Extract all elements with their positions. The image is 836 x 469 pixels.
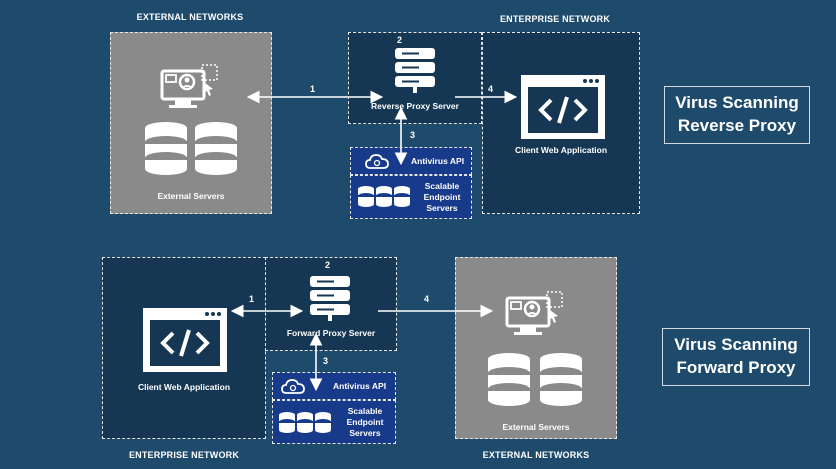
reverse-client-app-box: Client Web Application (482, 32, 640, 214)
monitor-user-icon (505, 291, 563, 335)
forward-step-1: 1 (249, 294, 255, 304)
cloud-icon (365, 154, 389, 169)
forward-endpoint-label-3: Servers (349, 428, 381, 438)
code-window-icon (143, 308, 227, 372)
forward-step-4: 4 (424, 294, 430, 304)
database-icon (358, 186, 410, 207)
forward-step-3: 3 (323, 356, 329, 366)
reverse-external-networks-label: EXTERNAL NETWORKS (136, 12, 244, 22)
reverse-external-servers-label: External Servers (157, 191, 225, 201)
database-icon (540, 353, 582, 406)
monitor-user-icon (160, 64, 218, 108)
reverse-title-line-2: Reverse Proxy (677, 116, 797, 135)
reverse-proxy-box: Reverse Proxy Server (348, 32, 482, 124)
reverse-external-servers-box: External Servers (110, 32, 272, 214)
database-icon (488, 353, 530, 406)
forward-external-networks-label: EXTERNAL NETWORKS (482, 450, 590, 460)
forward-proxy-box: Forward Proxy Server (265, 257, 397, 351)
forward-antivirus-box: Antivirus API (272, 372, 396, 400)
reverse-step-1: 1 (310, 84, 316, 94)
reverse-title-line-1: Virus Scanning (675, 93, 799, 113)
reverse-step-3: 3 (410, 130, 416, 140)
reverse-endpoint-label-3: Servers (426, 203, 458, 213)
code-window-icon (521, 75, 605, 139)
database-icon (195, 122, 237, 175)
forward-title-box: Virus Scanning Forward Proxy (662, 328, 810, 386)
forward-external-servers-box: External Servers (455, 257, 617, 439)
reverse-title-box: Virus Scanning Reverse Proxy (664, 86, 810, 144)
forward-antivirus-label: Antivirus API (333, 381, 387, 391)
reverse-step-4: 4 (488, 84, 494, 94)
forward-title-line-1: Virus Scanning (674, 335, 798, 355)
reverse-endpoint-label-2: Endpoint (423, 192, 461, 202)
reverse-endpoint-label-1: Scalable (424, 181, 460, 191)
forward-enterprise-network-label: ENTERPRISE NETWORK (128, 450, 240, 460)
database-icon (145, 122, 187, 175)
forward-title-line-2: Forward Proxy (676, 358, 796, 377)
forward-proxy-label: Forward Proxy Server (286, 328, 376, 338)
database-icon (279, 412, 331, 433)
forward-endpoint-label-2: Endpoint (346, 417, 384, 427)
reverse-endpoint-box: Scalable Endpoint Servers (350, 175, 472, 219)
forward-client-app-box: Client Web Application (102, 257, 266, 439)
reverse-proxy-label: Reverse Proxy Server (371, 101, 459, 111)
forward-client-app-label: Client Web Application (137, 382, 231, 392)
reverse-antivirus-label: Antivirus API (411, 156, 465, 166)
cloud-icon (281, 379, 305, 394)
forward-step-2: 2 (325, 260, 331, 270)
reverse-client-app-label: Client Web Application (514, 145, 608, 155)
forward-endpoint-label-1: Scalable (347, 406, 383, 416)
server-rack-icon (395, 48, 435, 93)
reverse-step-2: 2 (397, 35, 403, 45)
forward-external-servers-label: External Servers (502, 422, 570, 432)
server-rack-icon (310, 276, 350, 321)
reverse-antivirus-box: Antivirus API (350, 147, 472, 175)
forward-endpoint-box: Scalable Endpoint Servers (272, 400, 396, 444)
reverse-enterprise-network-label: ENTERPRISE NETWORK (499, 14, 611, 24)
